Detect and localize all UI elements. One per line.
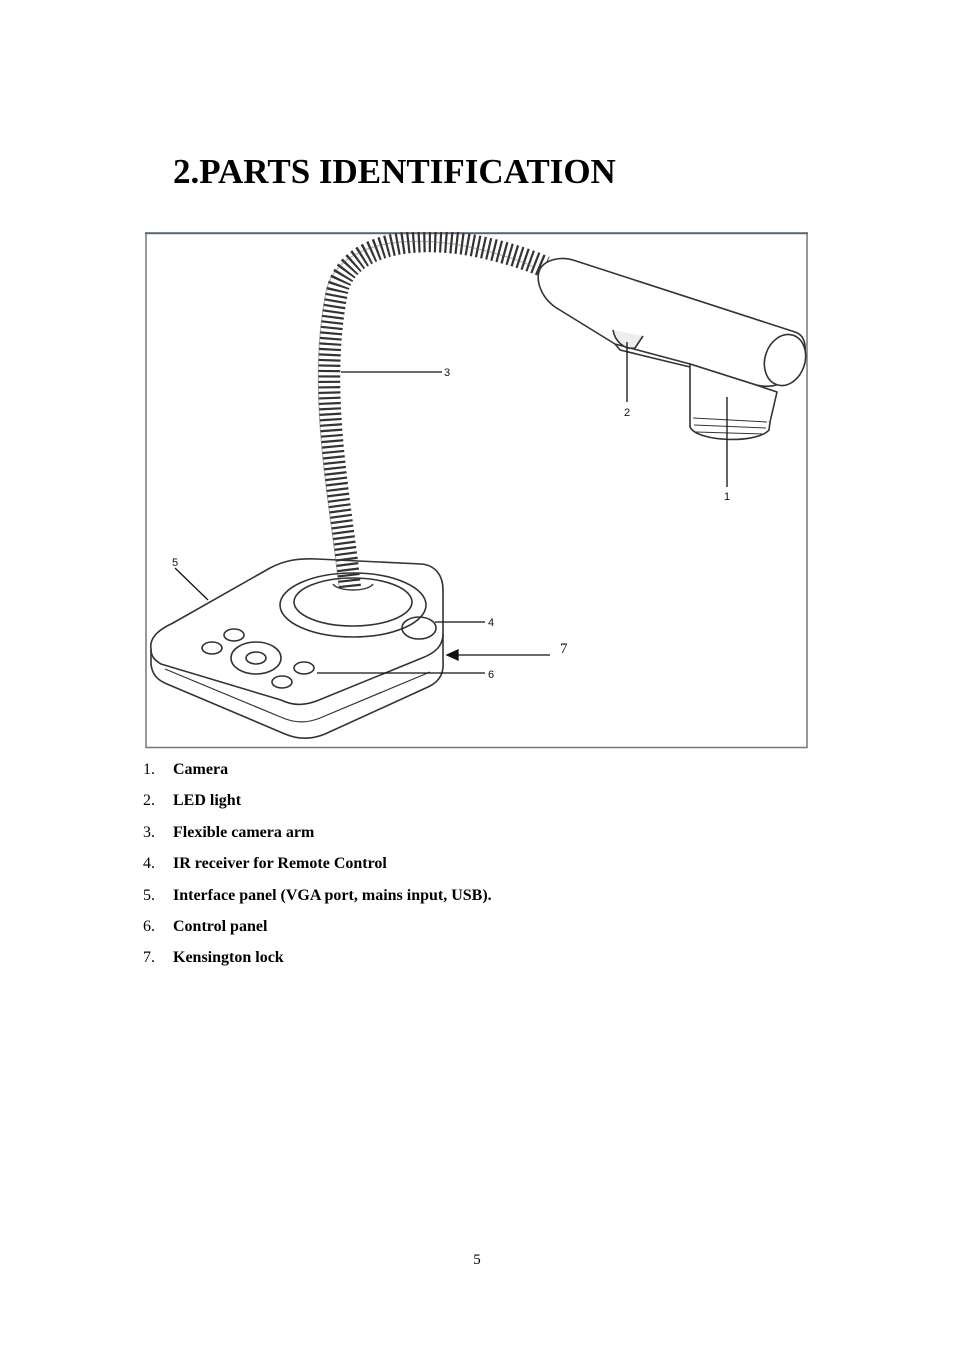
list-item: 6. Control panel bbox=[143, 916, 492, 947]
camera-end-cap bbox=[763, 333, 807, 387]
item-number: 1. bbox=[143, 761, 155, 778]
parts-list: 1. Camera 2. LED light 3. Flexible camera a… bbox=[143, 759, 492, 979]
led-light bbox=[612, 329, 644, 350]
parts-diagram: 1 2 3 4 5 6 7 bbox=[145, 232, 808, 749]
item-number: 2. bbox=[143, 792, 155, 810]
callout-3: 3 bbox=[444, 367, 450, 379]
page-number: 5 bbox=[473, 1252, 481, 1268]
list-item: 4. IR receiver for Remote Control bbox=[143, 853, 492, 884]
base-top bbox=[150, 557, 444, 706]
list-item: 5. Interface panel (VGA port, mains input… bbox=[143, 885, 492, 916]
callout-4: 4 bbox=[488, 617, 494, 629]
item-label: Camera bbox=[173, 761, 229, 778]
callout-1: 1 bbox=[724, 491, 730, 503]
callout-5: 5 bbox=[172, 557, 178, 569]
list-item: 2. LED light bbox=[143, 790, 492, 821]
item-number: 5. bbox=[143, 886, 155, 904]
base-side bbox=[150, 634, 444, 739]
arm-mount-inner bbox=[293, 577, 413, 627]
page-title: 2.PARTS IDENTIFICATION bbox=[173, 152, 616, 191]
callout-7: 7 bbox=[560, 641, 568, 657]
item-number: 7. bbox=[143, 949, 155, 967]
item-label: Flexible camera arm bbox=[173, 823, 315, 841]
callout-2: 2 bbox=[624, 407, 630, 419]
item-label: Kensington lock bbox=[173, 949, 284, 967]
list-item: 1. Camera bbox=[143, 759, 492, 790]
item-number: 6. bbox=[143, 917, 155, 935]
ir-receiver bbox=[401, 616, 437, 640]
item-number: 4. bbox=[143, 855, 155, 873]
item-number: 3. bbox=[143, 823, 155, 841]
callout-6: 6 bbox=[488, 669, 494, 681]
arm-mount-outer bbox=[279, 572, 427, 638]
item-label: IR receiver for Remote Control bbox=[173, 855, 387, 873]
list-item: 3. Flexible camera arm bbox=[143, 822, 492, 853]
flexible-arm bbox=[318, 232, 550, 589]
item-label: LED light bbox=[173, 792, 242, 810]
item-label: Interface panel (VGA port, mains input, … bbox=[173, 886, 492, 904]
list-item: 7. Kensington lock bbox=[143, 947, 492, 978]
item-label: Control panel bbox=[173, 917, 268, 935]
